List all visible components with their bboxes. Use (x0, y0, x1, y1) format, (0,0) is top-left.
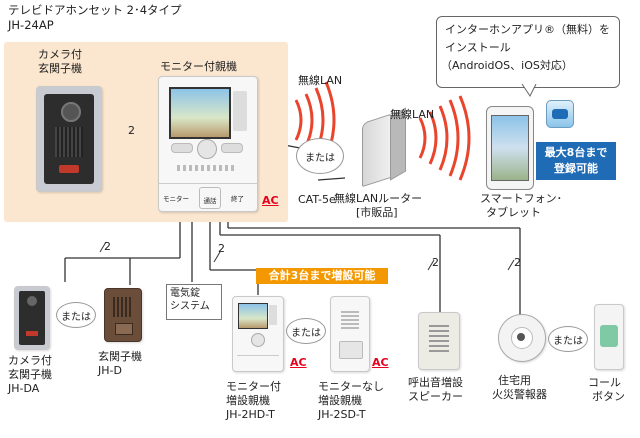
accessory-door-camera (14, 286, 50, 350)
ac-label-sub: AC (290, 356, 307, 369)
register-badge: 最大8台まで 登録可能 (536, 142, 616, 180)
wire-mark-a: 2 (104, 240, 111, 253)
fire-alarm-line1: 住宅用 (498, 374, 531, 387)
sub-nomonitor-unit (330, 296, 370, 372)
dpad-icon (197, 139, 217, 159)
door-station-acc-line2: JH-D (98, 364, 122, 377)
router-label-line1: 無線LANルーター (334, 192, 423, 205)
call-button-device (594, 304, 624, 370)
app-callout-line3: （AndroidOS、iOS対応） (441, 59, 573, 72)
master-monitor-unit: モニター 通話 終了 (158, 76, 258, 212)
or-oval-2: または (56, 302, 96, 328)
door-camera-label-line1: カメラ付 (38, 48, 82, 61)
wire-mark-b: 2 (218, 242, 225, 255)
camera-lens-icon (61, 102, 81, 122)
door-camera-acc-line1: カメラ付 (8, 354, 52, 367)
door-camera-label-line2: 玄関子機 (38, 62, 82, 75)
register-badge-line1: 最大8台まで (544, 146, 608, 159)
or-oval-3: または (286, 318, 326, 344)
accessory-door-station (104, 288, 142, 342)
app-callout-line2: インストール (445, 41, 511, 54)
ac-label-master: AC (262, 194, 279, 207)
chime-speaker (418, 312, 460, 370)
sub-nomonitor-line3: JH-2SD-T (318, 408, 366, 421)
wire-mark-d: 2 (514, 256, 521, 269)
app-icon (546, 100, 574, 128)
callout-pointer (521, 84, 537, 97)
call-button-line2: ボタン (592, 390, 625, 403)
wire-mark-c: 2 (432, 256, 439, 269)
sub-monitor-unit (232, 296, 284, 372)
sub-monitor-line1: モニター付 (226, 380, 281, 393)
electric-lock-line1: 電気錠 (170, 288, 200, 299)
sub-nomonitor-line1: モニターなし (318, 380, 384, 393)
wireless-lan-label-2: 無線LAN (390, 108, 435, 121)
door-camera-station (36, 86, 102, 192)
sub-monitor-line2: 増設親機 (226, 394, 270, 407)
sub-monitor-line3: JH-2HD-T (226, 408, 275, 421)
or-oval-1: または (296, 138, 344, 174)
or-oval-4: または (548, 326, 588, 352)
speaker-grille-icon (55, 127, 83, 157)
smartphone-label-line1: スマートフォン･ (480, 192, 563, 205)
page-title: テレビドアホンセット 2･4タイプ (8, 3, 182, 17)
wire-mark: 2 (128, 124, 135, 137)
monitor-button-label: モニター (163, 195, 189, 203)
router-label-line2: [市販品] (356, 206, 398, 219)
smartphone-label-line2: タブレット (486, 206, 541, 219)
door-camera-acc-line3: JH-DA (8, 382, 40, 395)
ac-label-sub2: AC (372, 356, 389, 369)
cat5e-label: CAT-5e (298, 193, 336, 206)
register-badge-line2: 登録可能 (554, 162, 598, 175)
door-camera-acc-line2: 玄関子機 (8, 368, 52, 381)
speaker-label-line2: スピーカー (408, 390, 463, 403)
expansion-badge: 合計3台まで増設可能 (256, 268, 388, 284)
model-number: JH-24AP (8, 18, 54, 32)
app-callout: インターホンアプリ®（無料）を インストール （AndroidOS、iOS対応） (436, 16, 620, 88)
call-button-line1: コール (588, 376, 621, 389)
wireless-lan-label-1: 無線LAN (298, 74, 343, 87)
app-callout-line1: インターホンアプリ®（無料）を (445, 23, 610, 36)
sub-nomonitor-line2: 増設親機 (318, 394, 362, 407)
call-button-label: 通話 (199, 187, 221, 209)
electric-lock-line2: システム (170, 301, 210, 312)
door-station-acc-line1: 玄関子機 (98, 350, 142, 363)
electric-lock-box: 電気錠 システム (166, 284, 222, 320)
master-unit-label: モニター付親機 (160, 60, 237, 73)
monitor-screen (169, 87, 231, 139)
smartphone-icon (486, 106, 534, 190)
call-button-icon (59, 165, 79, 173)
off-button-label: 終了 (231, 195, 244, 203)
fire-alarm-line2: 火災警報器 (492, 388, 547, 401)
fire-alarm-icon (498, 314, 546, 362)
speaker-label-line1: 呼出音増設 (408, 376, 463, 389)
